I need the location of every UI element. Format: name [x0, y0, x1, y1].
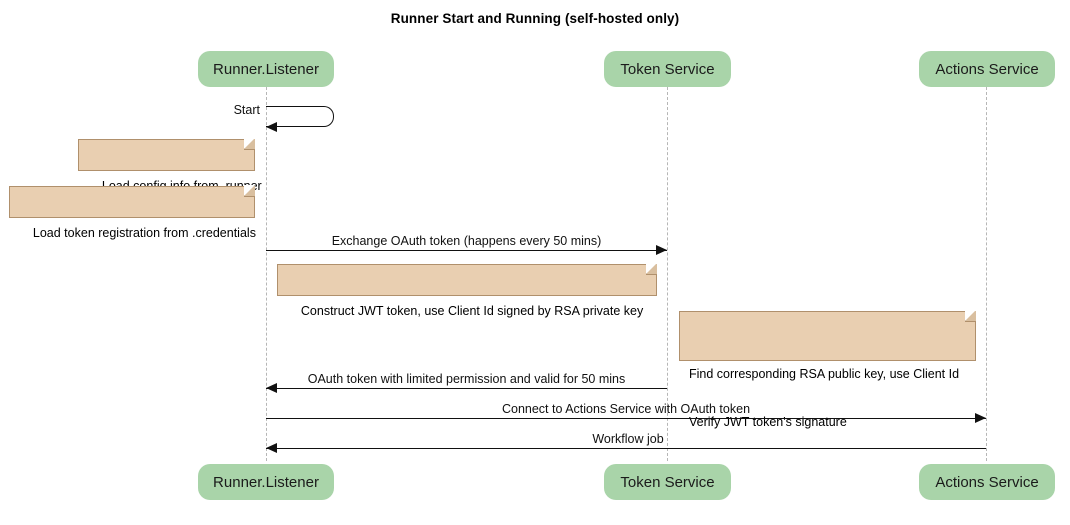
note-load-token-registration: Load token registration from .credential… — [9, 185, 256, 240]
participant-label: Token Service — [620, 60, 715, 78]
message-arrowhead-exchange-oauth — [656, 245, 667, 255]
participant-token-top[interactable]: Token Service — [604, 51, 731, 87]
message-line-exchange-oauth — [266, 250, 667, 251]
lifeline-actions — [986, 87, 987, 461]
message-label-exchange-oauth: Exchange OAuth token (happens every 50 m… — [331, 234, 602, 248]
participant-actions-bottom[interactable]: Actions Service — [919, 464, 1055, 500]
participant-token-bottom[interactable]: Token Service — [604, 464, 731, 500]
participant-actions-top[interactable]: Actions Service — [919, 51, 1055, 87]
note-text-line-2: Verify JWT token's signature — [689, 415, 847, 429]
participant-label: Token Service — [620, 473, 715, 491]
page-title: Runner Start and Running (self-hosted on… — [390, 11, 680, 26]
message-label-start: Start — [233, 103, 260, 117]
message-label-oauth-token-return: OAuth token with limited permission and … — [307, 372, 626, 386]
participant-label: Actions Service — [935, 60, 1039, 78]
lifeline-runner — [266, 87, 267, 461]
note-text: Construct JWT token, use Client Id signe… — [300, 304, 644, 318]
note-verify-jwt: Find corresponding RSA public key, use C… — [679, 310, 976, 429]
message-arrowhead-connect-actions — [975, 413, 986, 423]
message-label-connect-actions: Connect to Actions Service with OAuth to… — [501, 402, 751, 416]
message-line-workflow-job — [266, 448, 986, 449]
note-text: Load token registration from .credential… — [32, 226, 256, 240]
participant-label: Runner.Listener — [213, 60, 319, 78]
note-fold-icon — [244, 185, 255, 197]
participant-runner-bottom[interactable]: Runner.Listener — [198, 464, 334, 500]
lifeline-token — [667, 87, 668, 461]
message-label-workflow-job: Workflow job — [592, 432, 664, 446]
message-arrowhead-workflow-job — [266, 443, 277, 453]
message-line-connect-actions — [266, 418, 986, 419]
message-line-oauth-token-return — [266, 388, 667, 389]
self-message-start-loop — [266, 106, 334, 127]
self-message-start-arrowhead — [266, 122, 277, 132]
note-fold-icon — [646, 263, 657, 275]
note-text-line-1: Find corresponding RSA public key, use C… — [689, 367, 960, 381]
note-construct-jwt: Construct JWT token, use Client Id signe… — [277, 263, 657, 318]
note-fold-icon — [965, 310, 976, 322]
participant-label: Runner.Listener — [213, 473, 319, 491]
note-fold-icon — [244, 138, 255, 150]
note-load-config: Load config info from .runner — [78, 138, 262, 193]
participant-runner-top[interactable]: Runner.Listener — [198, 51, 334, 87]
participant-label: Actions Service — [935, 473, 1039, 491]
message-arrowhead-oauth-token-return — [266, 383, 277, 393]
